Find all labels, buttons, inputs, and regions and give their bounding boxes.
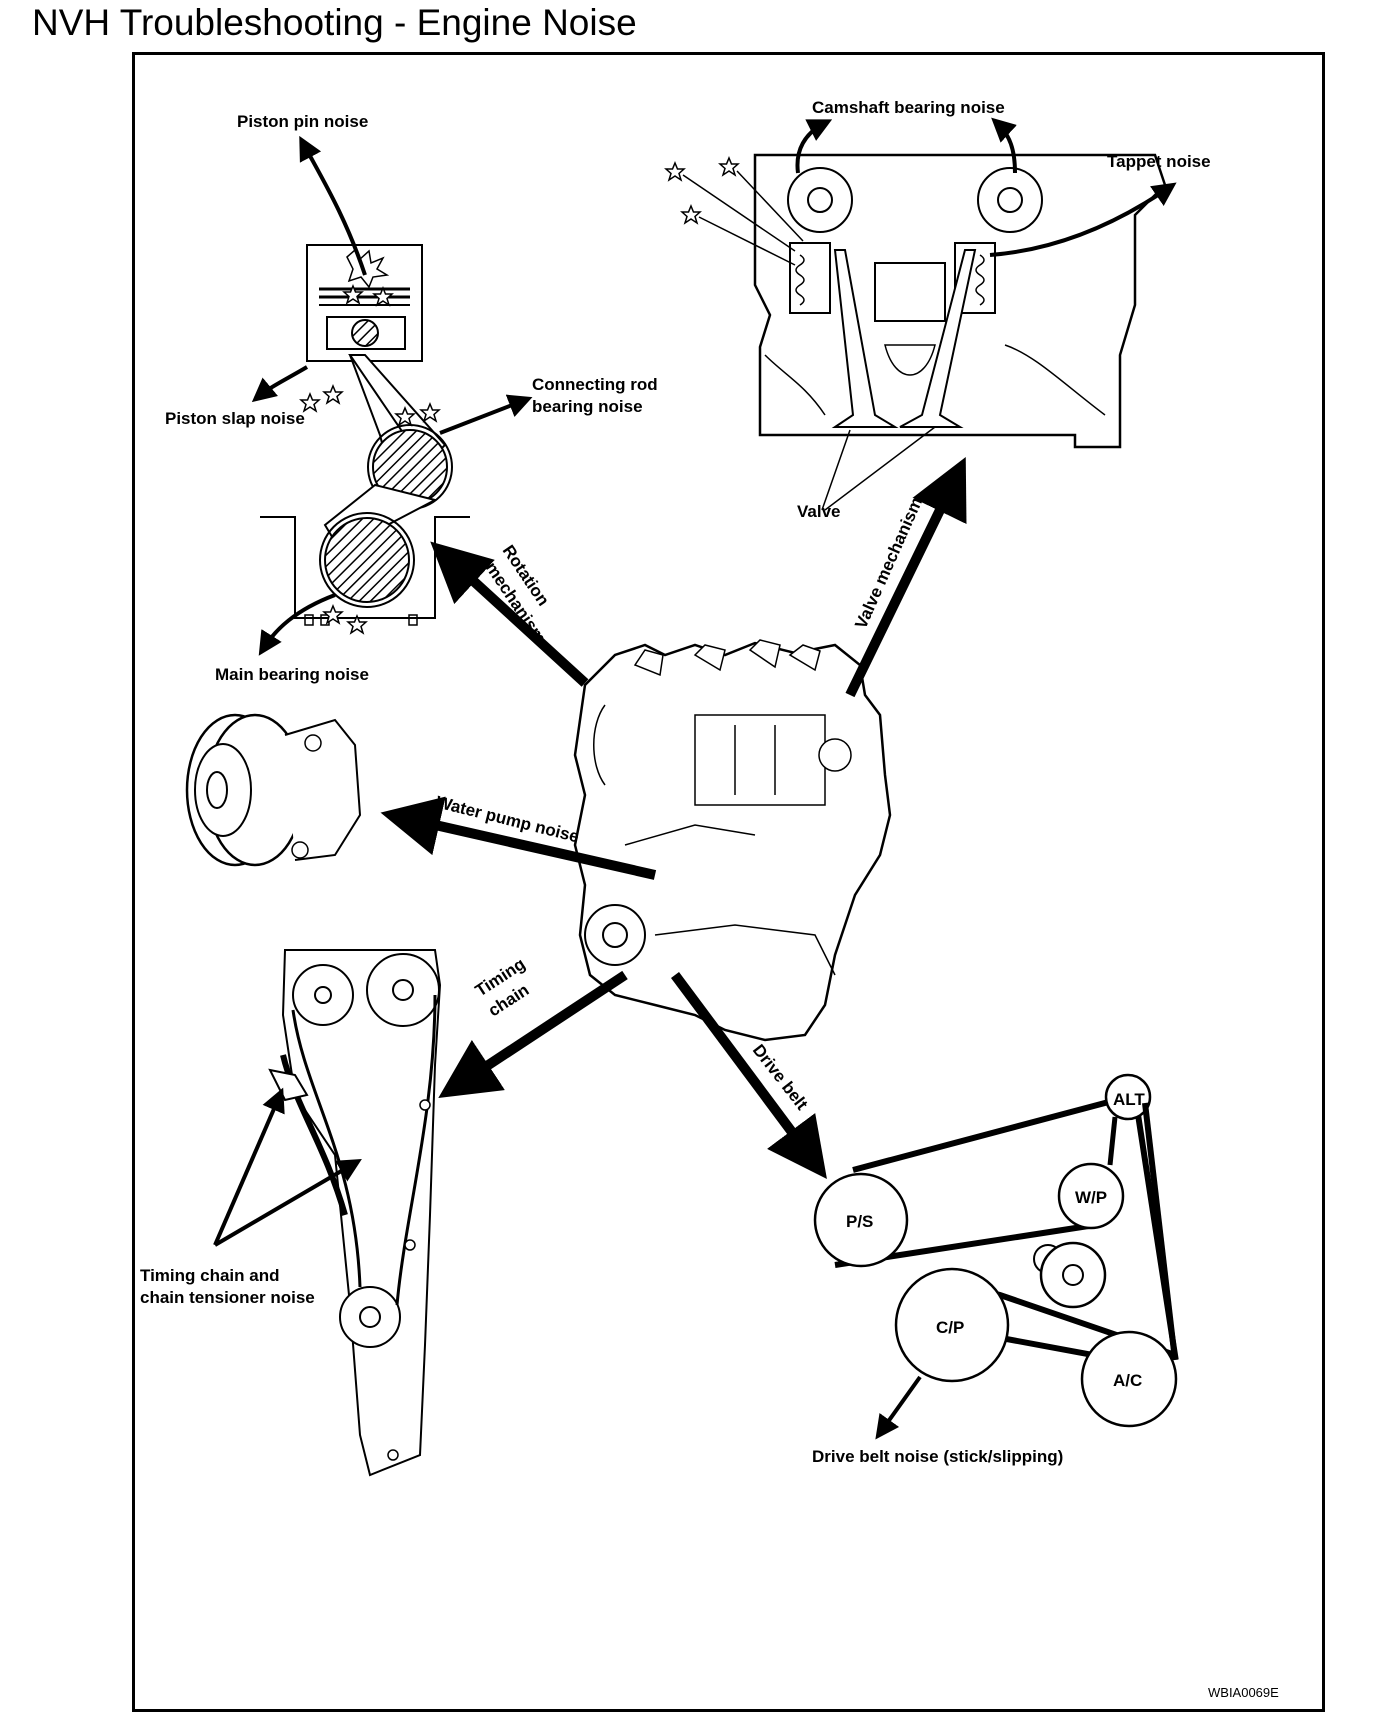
alt-label: ALT xyxy=(1113,1090,1145,1109)
main-bearing-arrow xyxy=(258,593,336,656)
piston-slap-label: Piston slap noise xyxy=(165,409,305,428)
camshaft-arrow-right xyxy=(991,117,1017,174)
conrod-arrow xyxy=(439,394,533,435)
timing-tensioner-label-2: chain tensioner noise xyxy=(140,1288,315,1307)
figure-code: WBIA0069E xyxy=(1208,1685,1279,1700)
ps-label: P/S xyxy=(846,1212,873,1231)
cylinder-head xyxy=(753,153,1167,449)
wp-label: W/P xyxy=(1075,1188,1107,1207)
piston-pin-arrow xyxy=(299,135,367,276)
valve-label: Valve xyxy=(797,502,841,521)
piston-slap-arrow xyxy=(251,365,309,403)
drive-belt-arrow xyxy=(670,972,827,1180)
piston-pin-label: Piston pin noise xyxy=(237,112,368,131)
water-pump-arrow xyxy=(380,796,657,880)
drive-belt-label: Drive belt xyxy=(749,1041,812,1114)
main-bearing-label: Main bearing noise xyxy=(215,665,369,684)
water-pump xyxy=(185,713,362,867)
diagram-frame: Piston pin noise Piston slap noise Conne… xyxy=(132,52,1325,1712)
ps-pulley xyxy=(813,1172,909,1268)
alt-pulley xyxy=(1104,1073,1152,1121)
tappet-arrow xyxy=(989,182,1177,257)
drive-belt-noise-label: Drive belt noise (stick/slipping) xyxy=(812,1447,1063,1466)
wp-pulley xyxy=(1057,1162,1125,1230)
page-title: NVH Troubleshooting - Engine Noise xyxy=(32,2,637,43)
ac-pulley xyxy=(1080,1330,1178,1428)
camshaft-arrow-left xyxy=(795,119,833,174)
ac-label: A/C xyxy=(1113,1371,1142,1390)
drive-belt-noise-arrow xyxy=(875,1375,922,1440)
tappet-label: Tappet noise xyxy=(1107,152,1211,171)
piston-assembly xyxy=(260,244,470,626)
rotation-arrow xyxy=(430,541,589,687)
valve-mechanism-arrow xyxy=(845,457,967,698)
engine-noise-diagram: Piston pin noise Piston slap noise Conne… xyxy=(140,98,1279,1700)
cp-pulley xyxy=(894,1267,1010,1383)
tensioner-arrow-1 xyxy=(213,1087,285,1246)
conrod-label-1: Connecting rod xyxy=(532,375,658,394)
noise-markers-head xyxy=(665,157,936,511)
timing-arrow xyxy=(438,970,628,1099)
camshaft-bearing-label: Camshaft bearing noise xyxy=(812,98,1005,117)
engine-block xyxy=(573,639,892,1042)
cp-label: C/P xyxy=(936,1318,964,1337)
conrod-label-2: bearing noise xyxy=(532,397,643,416)
timing-tensioner-label-1: Timing chain and xyxy=(140,1266,279,1285)
drive-belt-layout xyxy=(813,1073,1179,1428)
timing-chain-assembly xyxy=(268,949,442,1477)
tensioner-arrow-2 xyxy=(213,1158,362,1247)
